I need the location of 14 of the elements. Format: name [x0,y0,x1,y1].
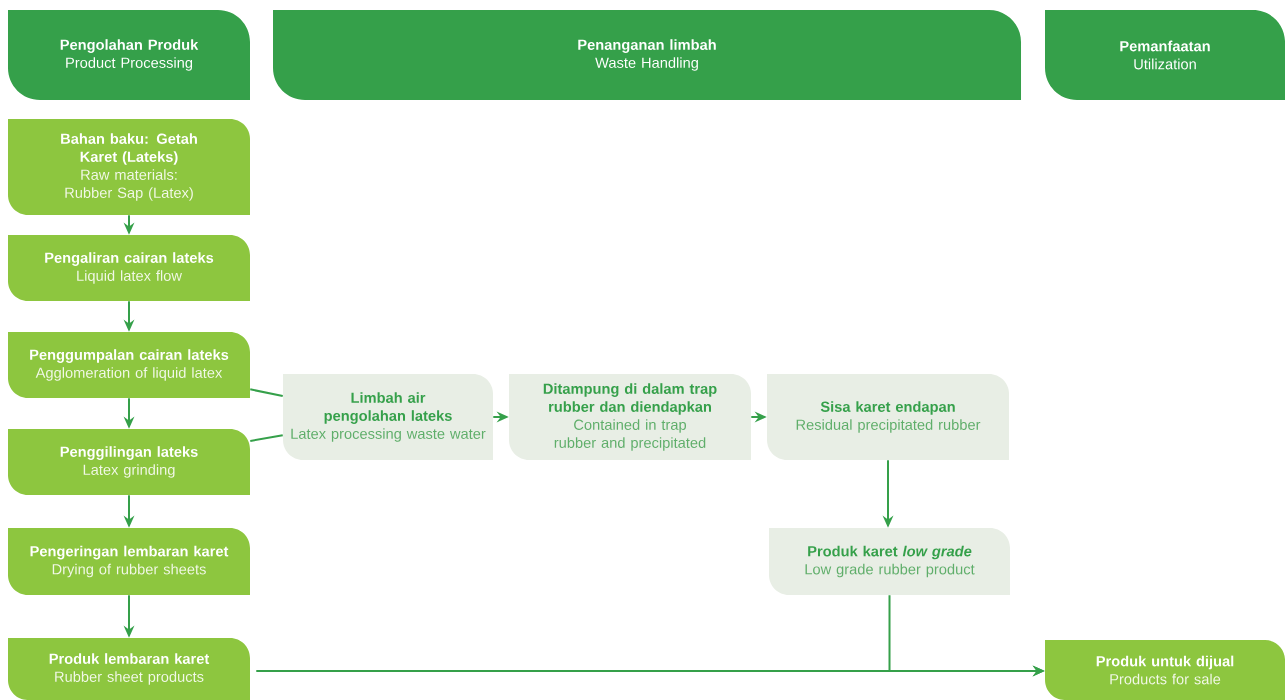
process-box: Pengaliran cairan lateks Liquid latex flow [8,235,250,301]
process-box: Produk lembaran karet Rubber sheet products [8,638,250,700]
process-box: Produk untuk dijual Products for sale [1045,640,1285,700]
header-box: Pemanfaatan Utilization [1045,10,1285,100]
process-box: Bahan baku: Getah Karet (Lateks) Raw materials: Rubber Sap (Latex) [8,119,250,215]
process-box: Penggilingan lateks Latex grinding [8,429,250,495]
waste-step-box: Limbah air pengolahan lateks Latex processing waste water [283,374,493,460]
waste-step-box: Sisa karet endapan Residual precipitated rubber [767,374,1009,460]
waste-step-box: Produk karet low grade Low grade rubber product [769,528,1010,595]
process-box: Penggumpalan cairan lateks Agglomeration of liquid latex [8,332,250,398]
header-box: Penanganan limbah Waste Handling [273,10,1021,100]
header-box: Pengolahan Produk Product Processing [8,10,250,100]
waste-step-box: Ditampung di dalam trap rubber dan diendapkan Contained in trap rubber and precipitated [509,374,751,460]
process-box: Pengeringan lembaran karet Drying of rubber sheets [8,528,250,595]
